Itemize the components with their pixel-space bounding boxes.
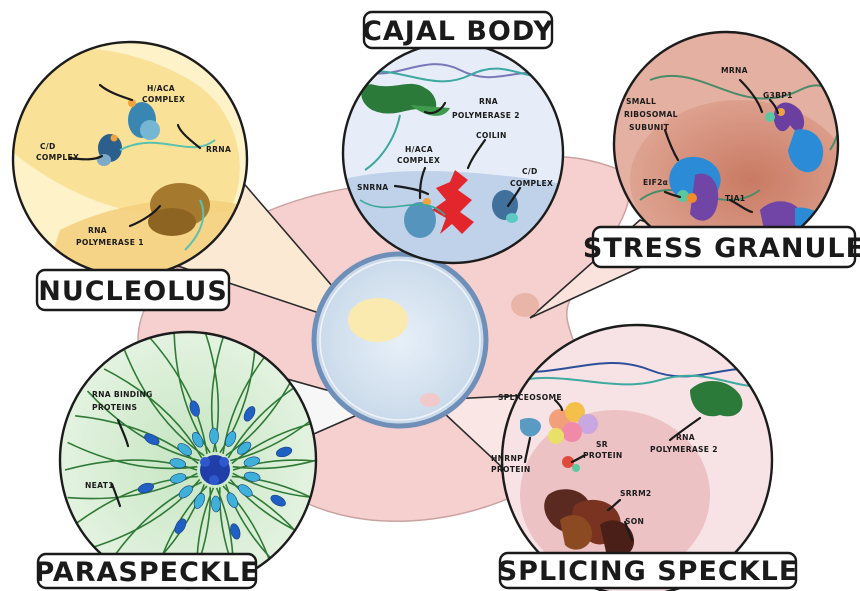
title-splicing-text: SPLICING SPECKLE: [498, 556, 799, 587]
label-snrna: SNRNA: [357, 183, 388, 192]
title-stress-granule: STRESS GRANULE: [583, 227, 860, 267]
title-paraspeckle: PARASPECKLE: [35, 554, 260, 588]
rna-binding-protein: [211, 496, 220, 512]
label-son: SON: [625, 517, 644, 526]
label-spliceosome: SPLICEOSOME: [498, 393, 562, 402]
label-rrna: RRNA: [206, 145, 231, 154]
title-nucleolus-text: NUCLEOLUS: [38, 276, 228, 307]
title-stress-text: STRESS GRANULE: [583, 233, 860, 264]
title-nucleolus: NUCLEOLUS: [37, 270, 229, 310]
label-srrm2: SRRM2: [620, 489, 652, 498]
label-mrna: MRNA: [721, 66, 748, 75]
title-splicing-speckle: SPLICING SPECKLE: [498, 553, 799, 588]
nucleolus-spot: [348, 298, 408, 342]
stress-spot: [511, 293, 539, 317]
label-g3bp1: G3BP1: [763, 91, 793, 100]
speckle-spot: [420, 393, 440, 407]
label-neat1: NEAT1: [85, 481, 114, 490]
title-cajal-text: CAJAL BODY: [362, 16, 554, 47]
label-coilin: COILIN: [476, 131, 507, 140]
rna-binding-protein: [209, 428, 218, 444]
label-tia1: TIA1: [725, 194, 745, 203]
title-cajal-body: CAJAL BODY: [362, 12, 554, 48]
title-paraspeckle-text: PARASPECKLE: [35, 557, 260, 588]
label-eif2a: EIF2α: [643, 178, 668, 187]
